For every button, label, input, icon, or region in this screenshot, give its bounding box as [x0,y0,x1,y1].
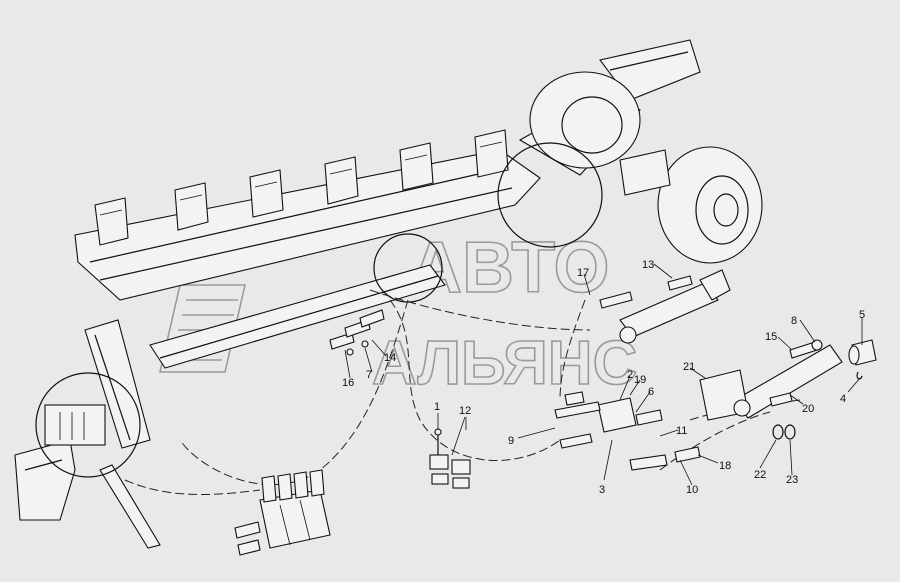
callout-4: 4 [840,393,846,405]
callout-5: 5 [859,309,865,321]
wheel-main [657,146,763,264]
leader-lines [344,263,863,486]
callout-1: 1 [434,401,440,413]
pin-and-clip [848,339,877,380]
callout-9: 9 [508,435,514,447]
callout-17: 17 [577,267,589,279]
callout-6: 6 [648,386,654,398]
callout-14: 14 [384,352,396,364]
callout-19: 19 [634,374,646,386]
callout-12: 12 [459,405,471,417]
callout-10: 10 [686,484,698,496]
cylinder-upper [599,269,731,344]
valve-in-circle [44,404,106,446]
callout-2: 2 [627,369,633,381]
callout-7: 7 [366,369,372,381]
callout-22: 22 [754,469,766,481]
callout-8: 8 [791,315,797,327]
watermark-line1: АВТО [410,228,609,308]
wheel-axle-bracket [619,149,671,196]
callout-23: 23 [786,474,798,486]
detail-circle-pivot [497,142,603,248]
callout-18: 18 [719,460,731,472]
valve-block [234,469,331,556]
callout-11: 11 [676,425,687,437]
callout-15: 15 [765,331,777,343]
watermark: АВТО АЛЬЯНС [158,227,638,399]
callout-16: 16 [342,377,354,389]
fittings-group-left [329,309,385,356]
beam-brackets [94,129,509,246]
callout-21: 21 [683,361,695,373]
watermark-line2: АЛЬЯНС [372,329,637,398]
clamps [429,428,471,489]
cylinder-lower [699,339,843,421]
seal-rings [772,424,796,440]
wheel-rear [529,71,641,169]
callout-20: 20 [802,403,814,415]
callout-3: 3 [599,484,605,496]
detail-circle-valve [35,372,141,478]
callout-13: 13 [642,259,654,271]
callout-labels: 1 2 3 4 5 6 7 8 9 10 11 12 13 14 15 16 1… [342,259,865,496]
flow-divider [554,391,701,471]
